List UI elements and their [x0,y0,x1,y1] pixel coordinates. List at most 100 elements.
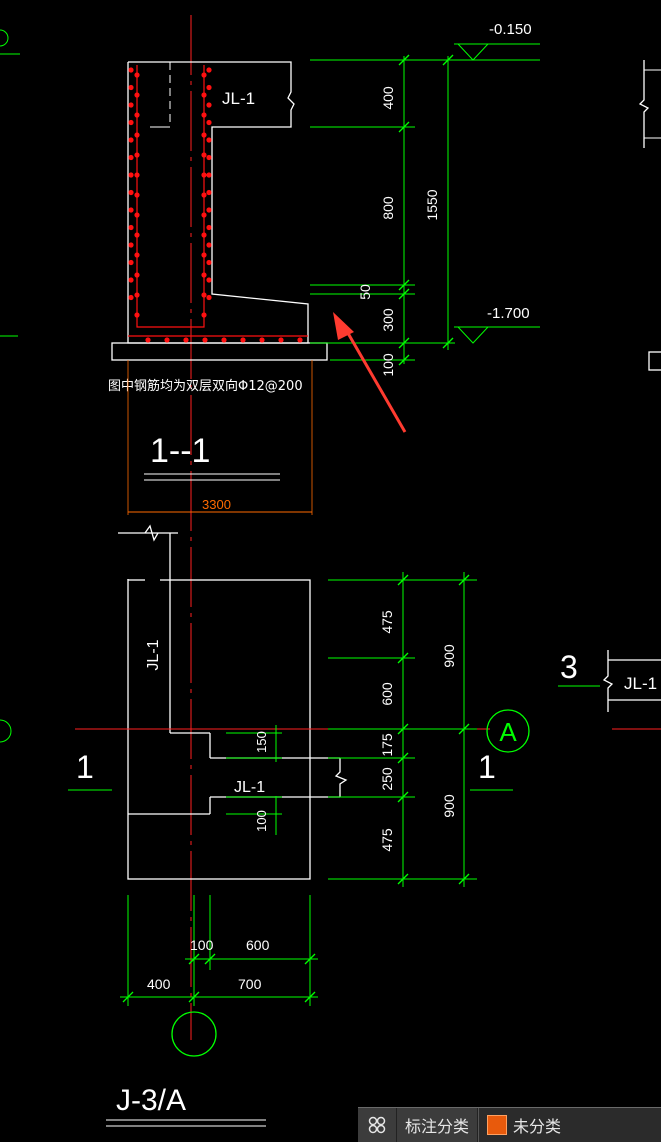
rebar-dot [128,84,134,91]
rebar-dots [128,67,303,343]
rebar-dot [206,172,212,178]
plan-dim-700-bottom: 700 [238,976,262,992]
rebar-dot [183,337,189,343]
category-label[interactable]: 标注分类 [397,1108,479,1142]
rebar-dot [201,92,207,98]
width-dim-text: 3300 [202,497,231,512]
plan-beam-label-vertical: JL-1 [145,639,162,670]
rebar-dot [206,207,212,213]
rebar-note: 图中钢筋均为双层双向Φ12@200 [108,378,303,394]
right-beam-label: JL-1 [624,674,657,693]
plan-dim-400-bottom: 400 [147,976,171,992]
rebar-dot [128,119,134,126]
rebar-dot [134,132,140,138]
section-mark-right-text: 1 [478,749,496,785]
rebar-dot [201,232,207,238]
rebar-dot [134,292,140,298]
rebar-dot [206,294,212,301]
plan-title: J-3/A [116,1084,186,1117]
footing-pad [111,342,328,361]
rebar-dot [128,102,134,108]
category-grid-icon[interactable] [358,1108,397,1142]
sec-dim-400: 400 [380,86,396,110]
rebar-dot [297,337,303,343]
plan-dim-600-bottom: 600 [246,937,270,953]
rebar-dot [128,189,134,196]
rebar-dot [240,337,246,343]
category-value: 未分类 [513,1117,562,1136]
rebar-dot [145,337,151,343]
rebar-dot [201,172,207,178]
plan-dim-ticks [397,574,470,885]
plan-dim-100-inner: 100 [254,810,269,832]
rebar-dot [201,292,207,298]
sec-dim-800: 800 [380,196,396,220]
rebar-dot [134,72,140,78]
category-selector[interactable]: 未分类 [478,1108,661,1142]
rebar-dot [128,67,134,73]
rebar-dot [134,272,140,278]
rebar-dot [206,242,212,248]
rebar-dot [128,154,134,161]
sec-dim-300: 300 [380,308,396,332]
rebar-dot [134,112,140,118]
section-outline [127,61,309,344]
plan-dim-475-a: 475 [379,610,395,634]
rebar-dot [201,72,207,78]
rebar-dot [206,84,212,91]
rebar-dot [206,224,212,231]
rebar-dot [206,154,212,161]
rebar-dot [202,337,208,343]
left-edge-fragment [0,29,20,743]
section-dim-chain [310,56,455,364]
rebar-dot [128,137,134,143]
plan-dim-900-a: 900 [441,644,457,668]
beam-label-top: JL-1 [222,89,255,108]
rebar-dot [206,67,212,73]
plan-bottom-dims [120,895,318,1006]
rebar-dot [278,337,284,343]
rebar-dot [128,224,134,231]
plan-inner-dims [226,725,282,835]
rebar-dot [128,172,134,178]
rebar-dot [164,337,170,343]
elev-bottom-text: -1.700 [487,305,530,322]
plan-j3a: JL-1 JL-1 150 100 [68,524,530,1127]
axis-label-a: A [499,717,517,747]
rebar-dot [134,92,140,98]
axis-bubble-bottom [171,1011,217,1057]
rebar-dot [201,212,207,218]
plan-dim-600: 600 [379,682,395,706]
section-1-1: JL-1 图中钢筋均为双层双向Φ12@200 1--1 3300 -0.150 … [108,15,540,1040]
elev-top-text: -0.150 [489,21,532,38]
plan-dim-900-b: 900 [441,794,457,818]
section-mark-left-text: 1 [76,749,94,785]
rebar-dot [201,112,207,118]
sec-dim-100: 100 [380,353,396,377]
rebar-dot [134,172,140,178]
rebar-dot [134,212,140,218]
rebar-dot [134,152,140,158]
rebar-dot [134,232,140,238]
annotation-arrow [333,312,407,433]
plan-bottom-ticks [122,953,316,1003]
plan-dim-475-b: 475 [379,828,395,852]
rebar-dot [128,294,134,301]
rebar-dot [128,259,134,266]
rebar-dot [206,137,212,143]
plan-dim-175: 175 [379,733,395,757]
rebar-dot [221,337,227,343]
axis-bubble-a: A [486,709,530,753]
category-swatch [487,1115,508,1135]
right-edge-fragment: 3 JL-1 [558,60,661,730]
rebar-dot [134,312,140,318]
plan-dim-100-bottom: 100 [190,937,214,953]
sec-dim-50: 50 [357,284,373,300]
section-mark-right: 1 [470,749,513,791]
rebar-dot [201,132,207,138]
rebar-dot [206,102,212,108]
section-title: 1--1 [150,432,210,470]
rebar-dot [206,189,212,196]
rebar-dot [134,252,140,258]
